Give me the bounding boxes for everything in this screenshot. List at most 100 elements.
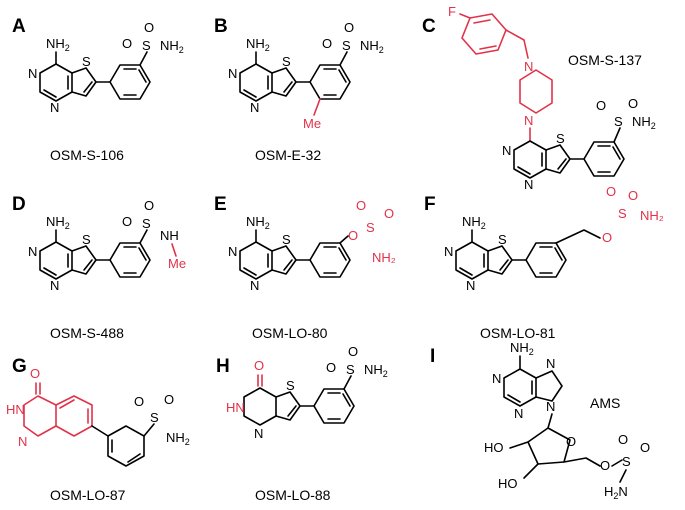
compound-name-g: OSM-LO-87 (50, 487, 126, 503)
purine-five-ring (535, 370, 563, 402)
compound-name-e: OSM-LO-80 (252, 325, 328, 341)
phenyl-ring (309, 64, 351, 100)
oxygen-label: O (640, 440, 650, 455)
pyrimidinone-ring (243, 387, 277, 426)
amine-label: NH2 (510, 340, 534, 357)
compound-name-f: OSM-LO-81 (480, 325, 556, 341)
compound-name-i: AMS (590, 395, 620, 411)
oxygen-label: O (602, 230, 612, 245)
panel-d: D NH2 N N S S O O NH Me OSM-S-488 (12, 194, 186, 341)
nitrogen-label: N (50, 278, 59, 293)
panel-e: E NH2 N N S O S O O NH₂ OSM-LO-80 (214, 194, 396, 341)
methyl-label: Me (168, 256, 186, 271)
nitrogen-label: N (250, 278, 259, 293)
oxygen-label: O (134, 394, 144, 409)
sulfur-label: S (142, 38, 151, 53)
phenyl-ring (313, 388, 355, 424)
panel-letter-a: A (12, 16, 26, 37)
amine-label: NH2 (632, 114, 656, 131)
hn-label: HN (226, 400, 245, 415)
nitrogen-label: N (524, 113, 533, 128)
panel-h: H O HN N S S O O NH2 OSM-LO-88 (216, 344, 388, 503)
ring-oxygen-label: O (566, 434, 576, 449)
nitrogen-label: N (524, 177, 533, 192)
fluorophenyl-ring (461, 13, 507, 55)
amine-label: H2N (604, 484, 628, 501)
carbonyl-oxygen-label: O (254, 358, 264, 373)
nitrogen-label: N (228, 66, 237, 81)
oxygen-label: O (322, 36, 332, 51)
oxygen-label: O (164, 392, 174, 407)
phenyl-ring (583, 141, 625, 177)
nitrogen-label: N (250, 100, 259, 115)
phenyl-ring (309, 242, 351, 278)
quinazolinone-ring (23, 395, 57, 437)
oxygen-label: O (348, 344, 358, 359)
nitrogen-label: N (546, 399, 555, 414)
amine-label: NH2 (46, 214, 70, 231)
methyl-label: Me (303, 116, 321, 131)
sulfur-label: S (498, 232, 507, 247)
amine-label: NH2 (364, 362, 388, 379)
amine-label: NH2 (46, 36, 70, 53)
phenyl-ring (107, 425, 145, 467)
fused-benzene-ring (55, 395, 93, 437)
oxygen-label: O (326, 360, 336, 375)
sulfur-label: S (282, 232, 291, 247)
hydroxyl-label: HO (498, 476, 518, 491)
amine-label: NH2 (160, 38, 184, 55)
sulfur-label: S (282, 54, 291, 69)
oxygen-label: O (628, 96, 638, 111)
nitrogen-label: N (18, 434, 27, 449)
sulfur-label: S (618, 206, 627, 221)
panel-b: B NH2 N N S S O O NH2 Me OSM-E-32 (214, 16, 384, 163)
compound-name-a: OSM-S-106 (50, 147, 124, 163)
compound-name-b: OSM-E-32 (255, 147, 321, 163)
oxygen-label: O (600, 458, 610, 473)
compound-name-c: OSM-S-137 (568, 52, 642, 68)
fluorine-label: F (448, 4, 456, 19)
panel-letter-i: I (430, 346, 435, 367)
oxygen-label: O (356, 198, 366, 213)
nitrogen-label: N (28, 66, 37, 81)
oxygen-label: O (384, 206, 394, 221)
nitrogen-label: N (444, 244, 453, 259)
panel-letter-d: D (12, 194, 26, 215)
nitrogen-label: N (524, 59, 533, 74)
sulfur-label: S (342, 38, 351, 53)
nitrogen-label: N (50, 100, 59, 115)
panel-letter-g: G (12, 356, 27, 377)
sulfur-label: S (614, 114, 623, 129)
panel-letter-c: C (422, 16, 436, 37)
amine-label: NH₂ (640, 208, 664, 223)
nitrogen-label: N (502, 143, 511, 158)
nitrogen-label: N (492, 371, 501, 386)
oxygen-label: O (122, 36, 132, 51)
nitrogen-label: N (228, 244, 237, 259)
amine-label: NH2 (246, 214, 270, 231)
sulfonamide-nh-label: NH (160, 228, 179, 243)
nitrogen-label: N (254, 426, 263, 441)
oxygen-label: O (606, 184, 616, 199)
oxygen-label: O (344, 20, 354, 35)
sulfur-label: S (82, 54, 91, 69)
sulfur-label: S (286, 378, 295, 393)
sulfur-label: S (142, 216, 151, 231)
amine-label: NH2 (166, 430, 190, 447)
sulfur-label: S (346, 362, 355, 377)
panel-c: C F N N N N S S O O NH2 OSM-S-137 (422, 4, 656, 192)
panel-letter-h: H (216, 356, 230, 377)
panel-a: A NH2 N N S S O O NH2 OSM-S-106 (12, 16, 184, 163)
oxygen-label: O (596, 98, 606, 113)
oxygen-label: O (144, 198, 154, 213)
compound-name-d: OSM-S-488 (50, 325, 124, 341)
nitrogen-label: N (546, 356, 555, 371)
sulfur-label: S (622, 454, 631, 469)
nitrogen-label: N (466, 278, 475, 293)
panel-f: F NH2 N N S O S O O NH₂ OSM-LO-81 (424, 184, 664, 341)
hydroxyl-label: HO (484, 440, 504, 455)
oxygen-label: O (144, 20, 154, 35)
amine-label: NH₂ (372, 250, 396, 265)
sulfur-label: S (150, 410, 159, 425)
